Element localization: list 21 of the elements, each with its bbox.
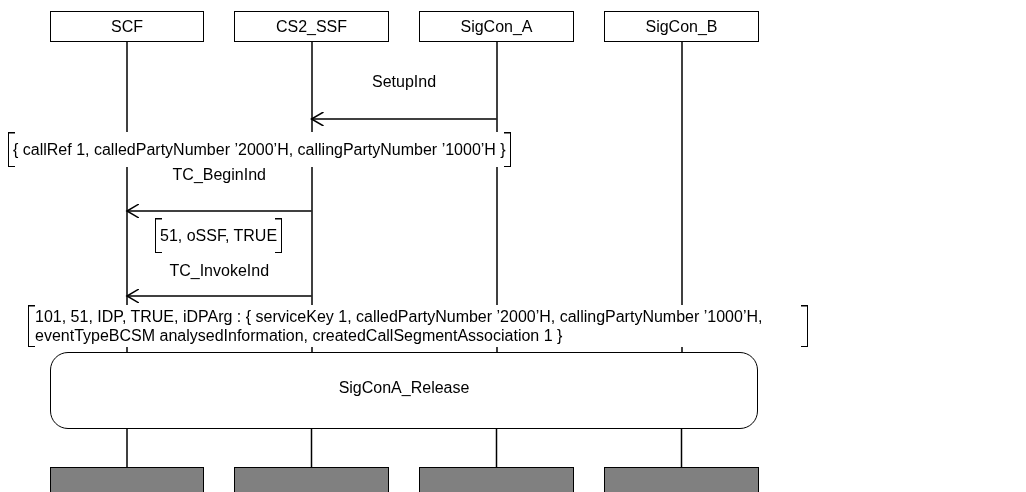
message-arrow [310,111,498,127]
lifeline-end-block [419,467,574,492]
lifeline [310,428,313,468]
message-arrow [126,288,313,304]
lifeline-header: CS2_SSF [234,11,389,42]
lifeline-end-block [234,467,389,492]
lifeline-end-block [50,467,204,492]
parameter-list: 51, oSSF, TRUE [155,218,283,253]
lifeline-header: SCF [50,11,204,42]
lifeline [495,428,498,468]
lifeline-header: SigCon_A [419,11,574,42]
parameter-list: 101, 51, IDP, TRUE, iDPArg : { serviceKey 1, calledPartyNumber ’2000’H, callingPartyNumber ’1000’H, eventTypeBCSM analysedInformation, createdCallSegmentAssociation 1 } [28,305,808,347]
reference-box: SigConA_Release [50,352,758,429]
message-label: SetupInd [369,73,439,91]
lifeline [680,428,683,468]
lifeline-header: SigCon_B [604,11,759,42]
lifeline [126,428,128,468]
parameter-list: { callRef 1, calledPartyNumber ’2000’H, callingPartyNumber ’1000’H } [8,132,511,167]
message-label: TC_InvokeInd [167,262,272,280]
lifeline-end-block [604,467,759,492]
message-arrow [126,203,313,219]
